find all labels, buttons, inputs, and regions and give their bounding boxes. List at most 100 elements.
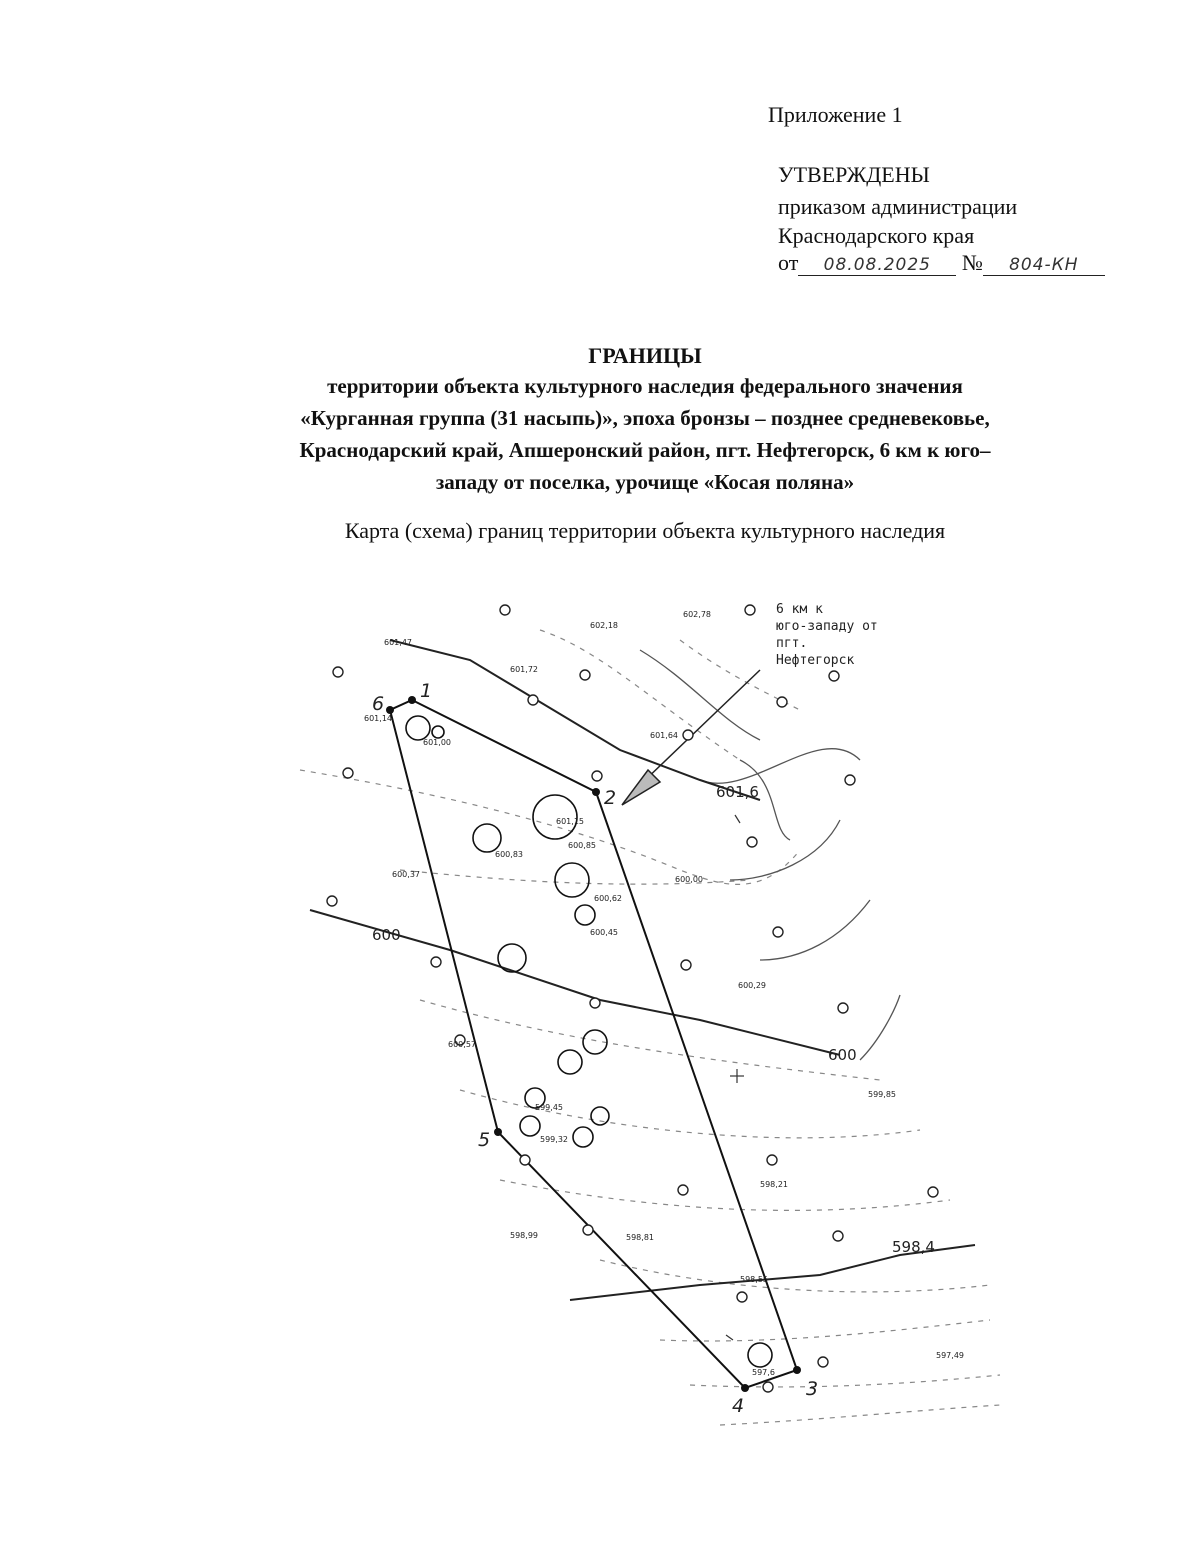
mound-circle (574, 904, 596, 926)
mound-circle (519, 1115, 541, 1137)
contour-dashed (599, 1259, 991, 1293)
dashed-contours (299, 629, 1001, 1426)
elevation-label: 599,85 (868, 1090, 896, 1099)
elevation-label: 598,99 (510, 1231, 538, 1240)
arrow-shaft (639, 669, 761, 786)
survey-point (677, 1184, 689, 1196)
mound-circle (590, 1106, 610, 1126)
mound-circle (572, 1126, 594, 1148)
mound-circle (524, 1087, 546, 1109)
boundary-corner-dots (386, 696, 801, 1392)
callout-line-4: Нефтегорск (776, 653, 854, 668)
survey-point (776, 696, 788, 708)
contour-minor (639, 649, 761, 741)
survey-point (746, 836, 758, 848)
order-number: 804-КН (982, 255, 1105, 276)
main-contours (309, 639, 976, 1301)
point-2-dot (592, 788, 600, 796)
elevation-label: 600,37 (392, 870, 420, 879)
contour-minor (859, 994, 901, 1061)
callout-line-3: пгт. (776, 636, 807, 651)
mound-circle (747, 1342, 773, 1368)
elevation-label: 601,15 (556, 817, 584, 826)
survey-point (519, 1154, 531, 1166)
point-4-dot (741, 1384, 749, 1392)
elevation-label: 599,45 (535, 1103, 563, 1112)
contour-dashed (539, 629, 741, 761)
mound-circle (472, 823, 502, 853)
order-date: 08.08.2025 (798, 255, 957, 276)
mound-circle (497, 943, 527, 973)
survey-point (326, 895, 338, 907)
survey-point (680, 959, 692, 971)
arrow-head (621, 768, 662, 806)
title-line-2: «Курганная группа (31 насыпь)», эпоха бр… (300, 406, 990, 430)
survey-point (736, 1291, 748, 1303)
survey-point (591, 770, 603, 782)
elevation-label: 600,62 (594, 894, 622, 903)
survey-point (762, 1381, 774, 1393)
survey-crosses (725, 814, 744, 1341)
date-prefix: от (778, 250, 799, 275)
callout-line-2: юго-западу от (776, 619, 878, 634)
document-heading: ГРАНИЦЫ (588, 343, 702, 368)
elevation-label: 597,49 (936, 1351, 964, 1360)
contour-minor (729, 819, 841, 881)
point-label-3: 3 (806, 1378, 818, 1400)
elevation-label: 602,18 (590, 621, 618, 630)
mounds (405, 715, 773, 1368)
survey-point (582, 1224, 594, 1236)
cross-mark (734, 814, 741, 824)
direction-arrow (621, 669, 761, 806)
elevation-label: 600,45 (590, 928, 618, 937)
elevation-label: 600,85 (568, 841, 596, 850)
approved-heading: УТВЕРЖДЕНЫ (778, 162, 930, 187)
contour-dashed (299, 769, 801, 885)
survey-point (682, 729, 694, 741)
elevation-label: 601,72 (510, 665, 538, 674)
point-label-1: 1 (420, 680, 432, 702)
survey-point (589, 997, 601, 1009)
approved-line-3: Краснодарского края (778, 223, 975, 248)
contour-dashed (399, 869, 751, 885)
elevation-label: 601,00 (423, 738, 451, 747)
survey-point (837, 1002, 849, 1014)
point-6-dot (386, 706, 394, 714)
point-label-2: 2 (604, 787, 616, 809)
elevation-label: 600,00 (675, 875, 703, 884)
contour-dashed (719, 1404, 1001, 1426)
elevation-label: 597,6 (752, 1368, 775, 1377)
direction-callout: 6 км к юго-западу от пгт. Нефтегорск (776, 602, 878, 668)
elevation-label: 601,47 (384, 638, 412, 647)
elevation-label: 602,78 (683, 610, 711, 619)
point-3-dot (793, 1366, 801, 1374)
boundary-point-labels: 1 2 3 4 5 6 (372, 680, 818, 1417)
survey-point (332, 666, 344, 678)
number-prefix: № (961, 250, 983, 275)
contour-dashed (689, 1374, 1001, 1388)
survey-point (817, 1356, 829, 1368)
cross-mark (725, 1334, 734, 1341)
elevation-label: 598,55 (740, 1275, 768, 1284)
point-label-6: 6 (372, 693, 384, 715)
mound-circle (405, 715, 431, 741)
contour-601-6 (389, 639, 761, 801)
survey-point (844, 774, 856, 786)
title-line-1: территории объекта культурного наследия … (327, 374, 963, 398)
survey-point (454, 1034, 466, 1046)
point-label-5: 5 (478, 1129, 490, 1151)
contour-dashed (499, 1179, 951, 1211)
mound-circle (582, 1029, 608, 1055)
elevation-label: 600,57 (448, 1040, 476, 1049)
mound-circle (532, 794, 578, 840)
elevation-label: 601,14 (364, 714, 392, 723)
contour-598-4 (569, 1244, 976, 1301)
point-label-4: 4 (732, 1395, 744, 1417)
survey-point (579, 669, 591, 681)
survey-point (430, 956, 442, 968)
survey-point (342, 767, 354, 779)
title-line-3: Краснодарский край, Апшеронский район, п… (299, 438, 991, 462)
elevation-label: 601,64 (650, 731, 678, 740)
